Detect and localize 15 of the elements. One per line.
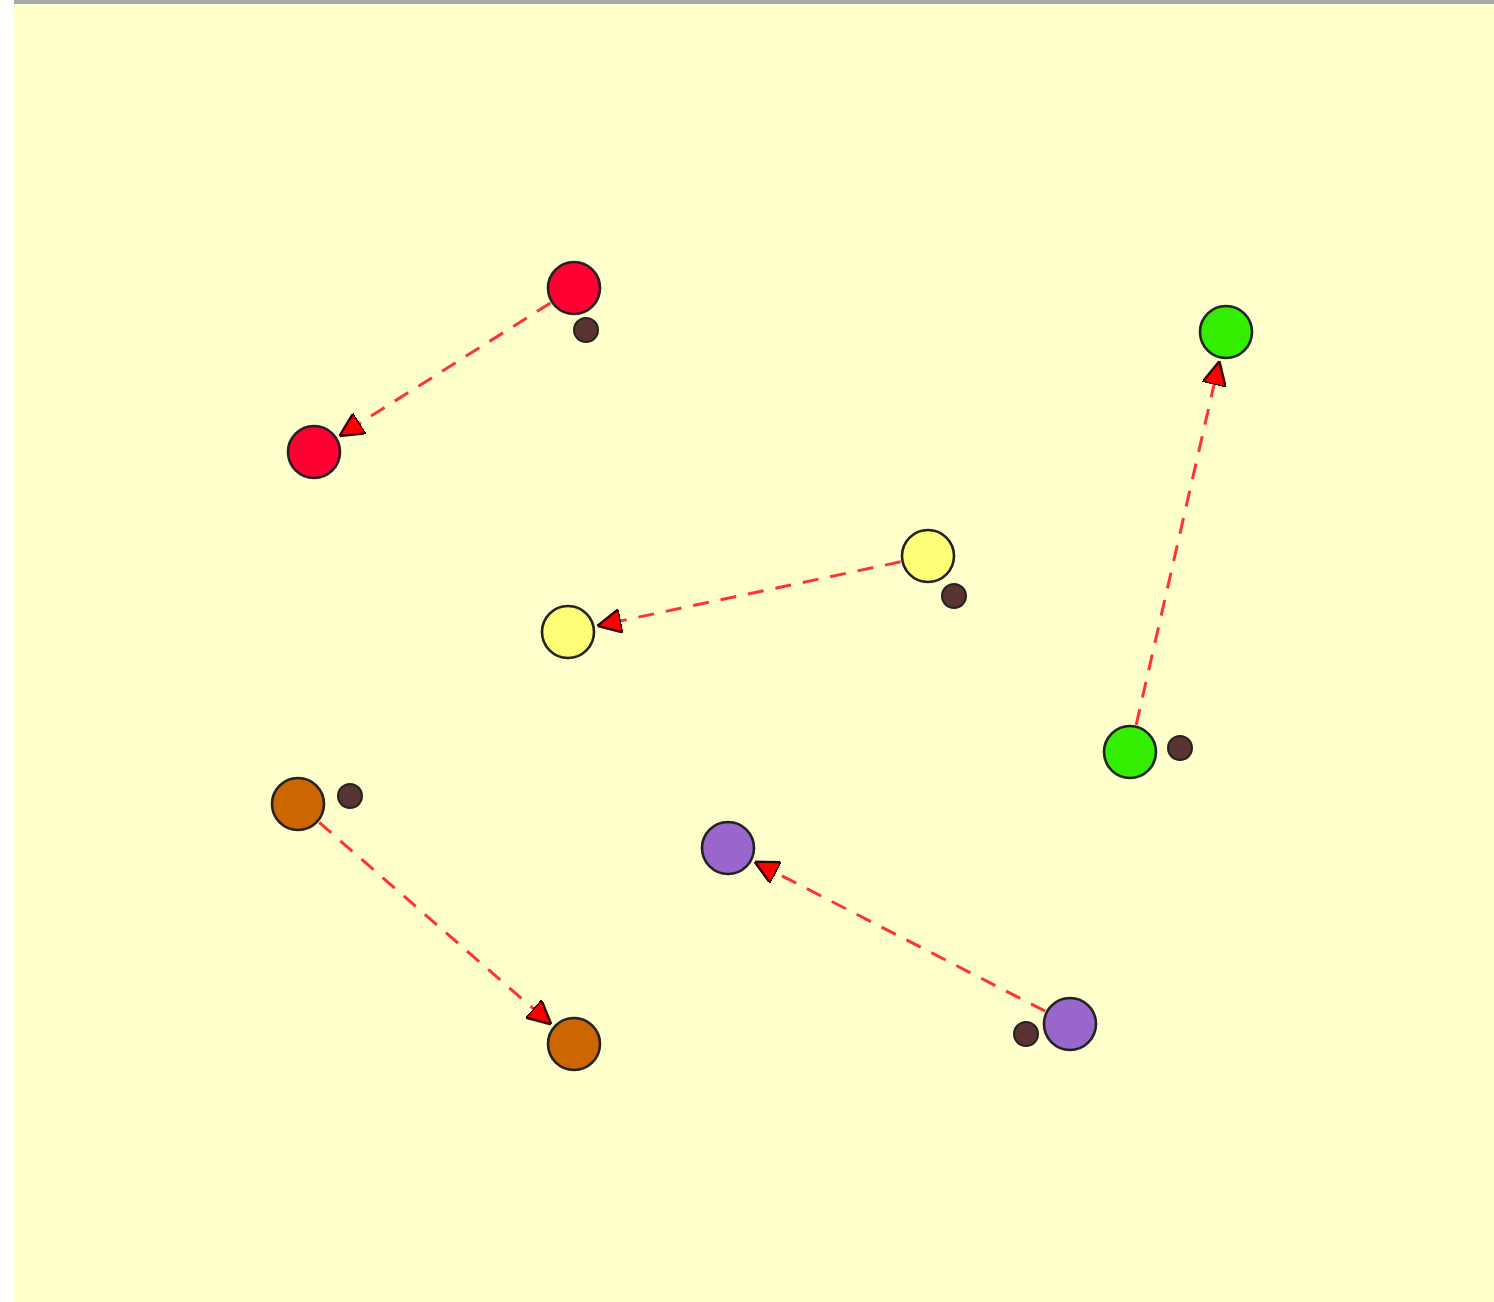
circle-node [1198, 304, 1254, 360]
circle-node [540, 604, 596, 660]
circle-node [1102, 724, 1158, 780]
circle-node [270, 776, 326, 832]
circle-node [1042, 996, 1098, 1052]
arrow [753, 860, 1046, 1013]
arrow [338, 301, 552, 438]
circle-node [546, 1016, 602, 1072]
circle-node [546, 260, 602, 316]
circle-node [286, 424, 342, 480]
circle-node [900, 528, 956, 584]
arrow [1134, 360, 1227, 726]
arrow [318, 821, 553, 1026]
arrow [596, 560, 901, 634]
circle-node [700, 820, 756, 876]
